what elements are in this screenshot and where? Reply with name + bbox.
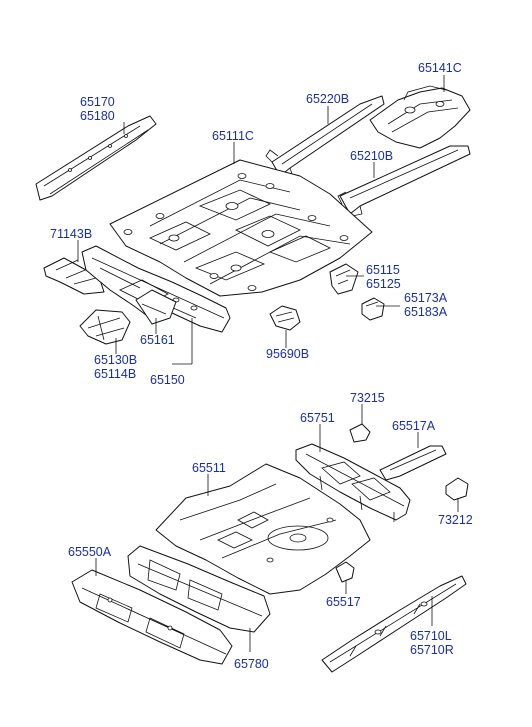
label-65170: 65170	[80, 95, 115, 109]
part-65141C	[369, 85, 471, 149]
part-labels: 65141C 65220B 65170 65180 65111C 65210B …	[50, 61, 473, 671]
label-95690B: 95690B	[266, 347, 309, 361]
part-65220B	[265, 95, 385, 179]
part-65511	[155, 463, 371, 595]
label-65161: 65161	[140, 333, 175, 347]
part-65161	[135, 289, 177, 325]
label-65115: 65115	[366, 263, 400, 277]
part-65150	[81, 245, 231, 333]
label-73212: 73212	[438, 513, 473, 527]
label-65114B: 65114B	[94, 367, 136, 381]
part-73215	[349, 423, 371, 443]
part-73212	[445, 477, 469, 501]
part-65780	[127, 545, 271, 633]
part-65550A	[71, 569, 233, 665]
label-65173A: 65173A	[404, 291, 448, 305]
part-65517A	[379, 445, 447, 481]
part-65130B-65114B	[79, 309, 131, 345]
label-65710R: 65710R	[410, 643, 454, 657]
label-73215: 73215	[350, 391, 385, 405]
part-65111C	[109, 159, 373, 297]
label-65550A: 65550A	[68, 545, 112, 559]
label-65180: 65180	[80, 109, 115, 123]
label-65511: 65511	[192, 461, 226, 475]
label-65111C: 65111C	[212, 129, 254, 143]
part-65173A-65183A	[361, 297, 385, 321]
label-65780: 65780	[234, 657, 269, 671]
label-65220B: 65220B	[306, 92, 349, 106]
leader-lines	[77, 75, 459, 652]
part-65751	[295, 443, 411, 522]
label-65183A: 65183A	[404, 305, 448, 319]
label-65517A: 65517A	[392, 419, 436, 433]
part-65517	[335, 561, 355, 583]
label-65210B: 65210B	[350, 149, 393, 163]
label-65751: 65751	[300, 411, 335, 425]
part-65710L-65710R	[321, 575, 467, 673]
label-65141C: 65141C	[418, 61, 462, 75]
label-71143B: 71143B	[50, 227, 92, 241]
part-65115-65125	[329, 263, 359, 295]
label-65150: 65150	[150, 373, 185, 387]
label-65517: 65517	[326, 595, 361, 609]
label-65710L: 65710L	[410, 629, 452, 643]
label-65130B: 65130B	[94, 353, 137, 367]
label-65125: 65125	[366, 277, 401, 291]
part-65170-65180	[35, 115, 157, 201]
part-95690B	[269, 305, 301, 331]
